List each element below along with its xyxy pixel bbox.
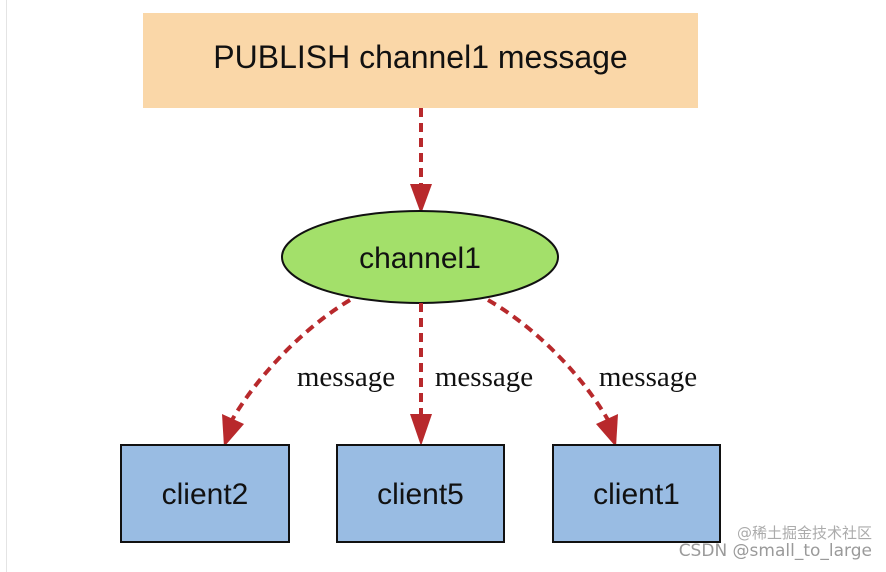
- client-node-client5: client5: [336, 444, 505, 543]
- watermark-top: @稀土掘金技术社区: [736, 524, 872, 543]
- client2-label: client2: [162, 478, 249, 511]
- client5-label: client5: [377, 478, 464, 511]
- edge-publish-to-channel: [410, 108, 432, 214]
- publish-node: PUBLISH channel1 message: [143, 13, 698, 108]
- watermark-bottom: CSDN @small_to_large: [678, 541, 872, 562]
- publish-label: PUBLISH channel1 message: [213, 39, 627, 75]
- edge-channel-to-client2: [222, 298, 352, 447]
- watermark: @稀土掘金技术社区 CSDN @small_to_large: [678, 524, 872, 562]
- edge-label-client5: message: [435, 361, 533, 393]
- client-node-client1: client1: [552, 444, 721, 543]
- left-divider: [6, 0, 7, 572]
- channel-node: channel1: [281, 210, 559, 304]
- edge-label-client1: message: [599, 361, 697, 393]
- edge-label-client2: message: [297, 361, 395, 393]
- edge-channel-to-client1: [486, 298, 618, 447]
- edge-channel-to-client5: [410, 303, 432, 446]
- channel-label: channel1: [359, 242, 481, 275]
- client1-label: client1: [593, 478, 680, 511]
- client-node-client2: client2: [120, 444, 290, 543]
